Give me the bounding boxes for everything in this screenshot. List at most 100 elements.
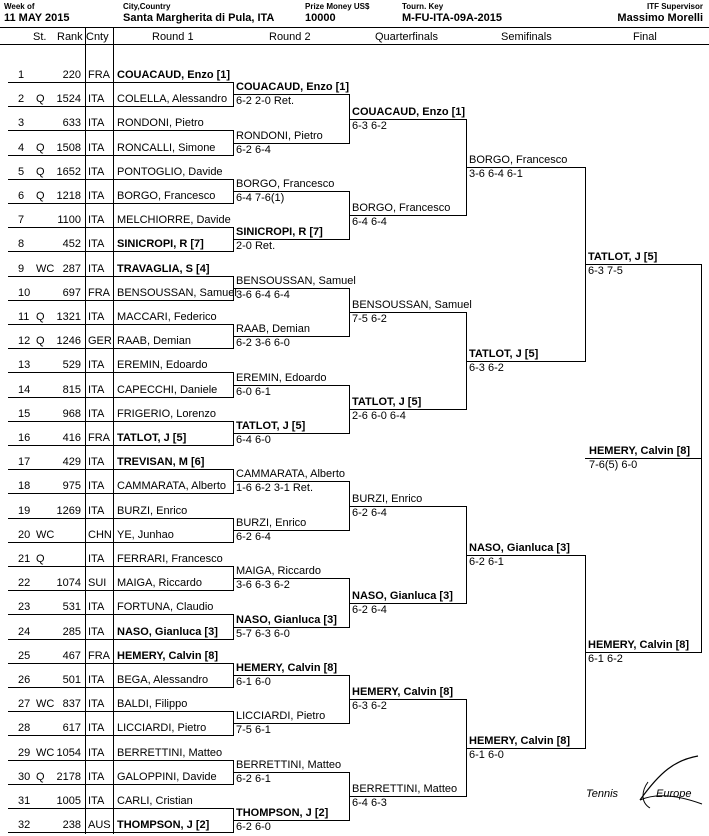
player-rank: 1246 (56, 335, 81, 347)
player-name: MELCHIORRE, Davide (117, 214, 231, 226)
match-score: 6-2 6-4 (352, 604, 387, 616)
player-rank: 2178 (56, 771, 81, 783)
match-winner-line (349, 312, 466, 313)
player-country: ITA (88, 117, 105, 129)
player-row-line (8, 784, 233, 785)
player-name: NASO, Gianluca [3] (117, 626, 218, 638)
player-name: MAIGA, Riccardo (117, 577, 202, 589)
player-country: ITA (88, 698, 105, 710)
match-winner-name: BURZI, Enrico (352, 493, 423, 505)
match-winner-line (233, 820, 349, 821)
player-name: PONTOGLIO, Davide (117, 166, 223, 178)
player-name: BEGA, Alessandro (117, 674, 209, 686)
match-score: 6-4 6-0 (236, 434, 271, 446)
player-rank: 287 (62, 263, 81, 275)
match-winner-name: RONDONI, Pietro (236, 130, 323, 142)
player-row-line (8, 469, 233, 470)
col-quarterfinals: Quarterfinals (375, 31, 438, 43)
player-rank: 1269 (56, 505, 81, 517)
col-semifinals: Semifinals (501, 31, 552, 43)
player-status: WC (36, 747, 55, 759)
player-rank: 429 (62, 456, 81, 468)
player-seed-number: 8 (18, 238, 25, 250)
player-seed-number: 25 (18, 650, 31, 662)
col-round2: Round 2 (269, 31, 311, 43)
player-country: ITA (88, 553, 105, 565)
match-winner-name: BERRETTINI, Matteo (236, 759, 342, 771)
match-winner-line (349, 796, 466, 797)
match-winner-name: TATLOT, J [5] (236, 420, 306, 432)
match-winner-line (466, 167, 585, 168)
match-winner-name: TATLOT, J [5] (469, 348, 539, 360)
match-score: 7-5 6-2 (352, 313, 387, 325)
player-country: ITA (88, 771, 105, 783)
player-seed-number: 18 (18, 480, 31, 492)
player-rank: 285 (62, 626, 81, 638)
player-rank: 1524 (56, 93, 81, 105)
player-seed-number: 23 (18, 601, 31, 613)
player-row-line (8, 808, 233, 809)
player-row-line (8, 493, 233, 494)
match-winner-line (233, 723, 349, 724)
player-seed-number: 17 (18, 456, 31, 468)
player-name: COUACAUD, Enzo [1] (117, 69, 231, 81)
match-winner-line (349, 699, 466, 700)
match-score: 1-6 6-2 3-1 Ret. (236, 482, 314, 494)
player-name: LICCIARDI, Pietro (117, 722, 207, 734)
player-country: ITA (88, 674, 105, 686)
match-score: 6-2 6-1 (236, 773, 271, 785)
match-winner-line (233, 772, 349, 773)
player-rank: 633 (62, 117, 81, 129)
match-winner-line (349, 506, 466, 507)
player-row-line (8, 735, 233, 736)
match-winner-name: NASO, Gianluca [3] (352, 590, 453, 602)
player-rank: 1100 (57, 214, 81, 226)
match-score: 5-7 6-3 6-0 (236, 628, 290, 640)
player-name: MACCARI, Federico (117, 311, 217, 323)
player-status: Q (36, 142, 45, 154)
week-label: Week of (4, 2, 35, 11)
name-separator (113, 28, 114, 834)
player-row-line (8, 155, 233, 156)
player-seed-number: 5 (18, 166, 25, 178)
player-row-line (8, 421, 233, 422)
player-country: GER (88, 335, 112, 347)
player-rank: 529 (62, 359, 81, 371)
player-rank: 416 (62, 432, 81, 444)
player-seed-number: 4 (18, 142, 25, 154)
player-name: CAPECCHI, Daniele (117, 384, 218, 396)
match-score: 6-4 7-6(1) (236, 192, 285, 204)
player-status: Q (36, 93, 45, 105)
player-country: ITA (88, 214, 105, 226)
match-score: 3-6 6-3 6-2 (236, 579, 290, 591)
player-status: Q (36, 553, 45, 565)
player-row-line (8, 227, 233, 228)
player-country: ITA (88, 190, 105, 202)
match-score: 2-0 Ret. (236, 240, 276, 252)
player-row-line (8, 106, 233, 107)
match-winner-line (233, 578, 349, 579)
player-country: ITA (88, 263, 105, 275)
player-name: RAAB, Demian (117, 335, 191, 347)
match-score: 7-5 6-1 (236, 724, 271, 736)
match-winner-line (233, 530, 349, 531)
match-winner-line (233, 433, 349, 434)
supervisor-value: Massimo Morelli (617, 12, 703, 24)
header-rule (0, 27, 709, 28)
match-winner-name: COUACAUD, Enzo [1] (236, 81, 350, 93)
player-rank: 452 (62, 238, 81, 250)
player-country: ITA (88, 359, 105, 371)
match-score: 6-2 2-0 Ret. (236, 95, 295, 107)
match-winner-line (233, 239, 349, 240)
match-score: 6-1 6-2 (588, 653, 623, 665)
match-winner-name: BERRETTINI, Matteo (352, 783, 458, 795)
player-status: WC (36, 263, 55, 275)
player-status: Q (36, 335, 45, 347)
supervisor-label: ITF Supervisor (646, 2, 703, 11)
player-rank: 238 (62, 819, 81, 831)
champion-score: 7-6(5) 6-0 (589, 459, 638, 471)
player-name: HEMERY, Calvin [8] (117, 650, 219, 662)
player-row-line (8, 300, 233, 301)
match-winner-name: TATLOT, J [5] (352, 396, 422, 408)
player-seed-number: 10 (18, 287, 31, 299)
